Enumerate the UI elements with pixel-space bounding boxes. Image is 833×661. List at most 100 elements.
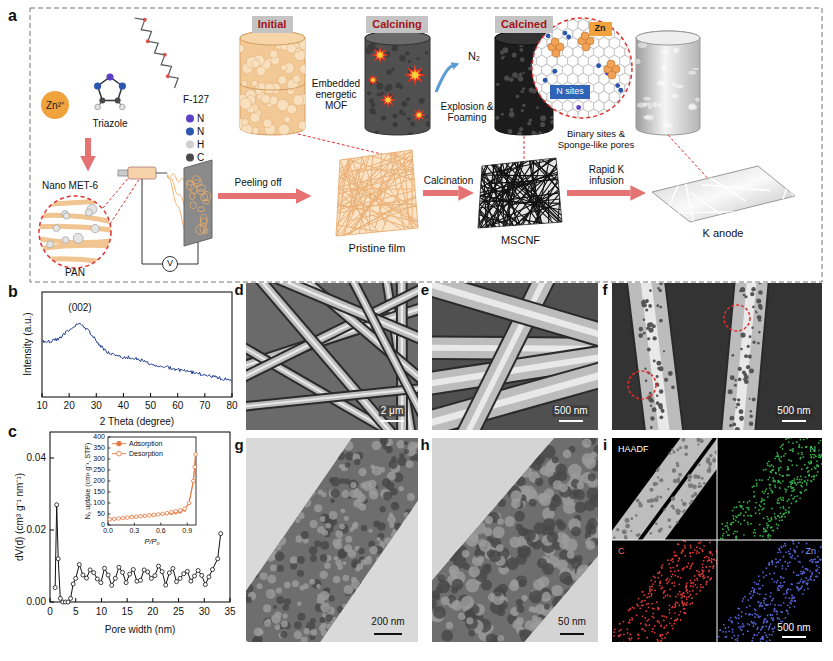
metal-sheen [637, 102, 646, 107]
surface-pore [752, 397, 756, 401]
metal-sheen [676, 84, 684, 88]
fiber [645, 135, 745, 201]
tem-pore [297, 570, 304, 577]
tem-pore [394, 523, 402, 531]
element-signal [725, 525, 727, 527]
axis-tick [230, 598, 231, 602]
fiber-highlight [432, 283, 598, 401]
mof-particle [293, 95, 304, 106]
haadf-pore [671, 496, 675, 500]
haadf-pore [660, 527, 663, 530]
tem-pore [258, 450, 268, 460]
tem-pore [433, 606, 446, 619]
mof-particle [270, 50, 278, 58]
surface-pore [735, 427, 740, 430]
tem-pore [351, 580, 360, 589]
axis-tick [50, 598, 51, 602]
tem-pore [337, 564, 343, 570]
tem-pore [380, 506, 386, 512]
surface-pore [728, 389, 733, 394]
element-signal [791, 464, 793, 466]
tem-pore [264, 619, 272, 627]
element-signal [743, 534, 745, 536]
fiber [521, 155, 571, 224]
tem-pore [476, 438, 486, 446]
haadf-pore [671, 504, 675, 508]
tem-pore [456, 460, 469, 473]
tem-pore [380, 553, 388, 561]
element-signal [799, 445, 801, 447]
tem-pore [272, 533, 278, 539]
potassium-cylinder-body [636, 31, 700, 135]
tem-pore [299, 460, 303, 464]
adsorption-marker [192, 479, 196, 483]
deposited-fiber [198, 207, 205, 212]
mof-particle [251, 80, 257, 86]
tem-pore [349, 479, 359, 489]
data-marker [189, 579, 193, 583]
axis-tick [178, 598, 179, 602]
fiber [333, 139, 358, 194]
haadf-pore [698, 464, 700, 466]
tem-pore [586, 540, 595, 549]
tem-fiber [246, 438, 418, 642]
atom [115, 98, 121, 104]
tem-pore [389, 574, 398, 583]
plot-frame [42, 292, 232, 397]
tem-pore [361, 559, 367, 565]
pore [496, 83, 499, 86]
surface-pore [734, 379, 737, 382]
pore [416, 57, 419, 60]
surface-pore [661, 409, 664, 412]
adsorption-marker [156, 513, 160, 517]
tem-pore [512, 620, 522, 630]
tem-pore [369, 546, 377, 554]
element-signal [762, 491, 764, 493]
tem-pore [487, 495, 497, 505]
tem-pore [497, 518, 504, 525]
mof-particle [237, 45, 245, 53]
tem-pore [443, 477, 452, 486]
pore [406, 97, 410, 101]
metal-sheen [688, 71, 696, 75]
tem-pore [263, 618, 272, 627]
element-signal [756, 479, 758, 481]
tem-pore [252, 637, 262, 642]
hexagon [604, 118, 614, 130]
tem-pore [367, 599, 375, 607]
tem-pore [321, 622, 327, 628]
element-signal [788, 441, 790, 443]
haadf-pore [690, 499, 693, 502]
tem-pore [342, 490, 350, 498]
tem-pore [519, 438, 530, 447]
tem-pore [389, 523, 394, 528]
haadf-pore [683, 509, 685, 511]
tem-pore [432, 439, 442, 450]
tem-pore [490, 480, 499, 489]
metal-sheen [688, 104, 697, 110]
tem-pore [246, 515, 250, 521]
tem-pore [285, 493, 293, 501]
hexagon [635, 64, 645, 76]
plot-frame [50, 432, 230, 602]
pan-fiber [35, 200, 115, 205]
sem-fibers [631, 283, 763, 430]
haadf-pore [682, 438, 686, 442]
haadf-pore [706, 457, 710, 461]
tem-pore [516, 524, 523, 531]
tem-pore [383, 492, 392, 501]
tem-pore [356, 624, 364, 632]
haadf-pore [688, 483, 693, 488]
adsorption-marker [121, 516, 125, 520]
tem-pore [581, 594, 589, 602]
element-signal [749, 500, 751, 502]
hexagon [635, 118, 645, 130]
tem-pore [486, 633, 497, 642]
tem-pore [310, 555, 317, 562]
desorption-marker [134, 515, 138, 519]
tem-pore [434, 483, 442, 491]
tem-pore [407, 542, 414, 549]
element-signal [802, 456, 804, 458]
tem-pore [320, 554, 327, 561]
element-signal [782, 480, 784, 482]
